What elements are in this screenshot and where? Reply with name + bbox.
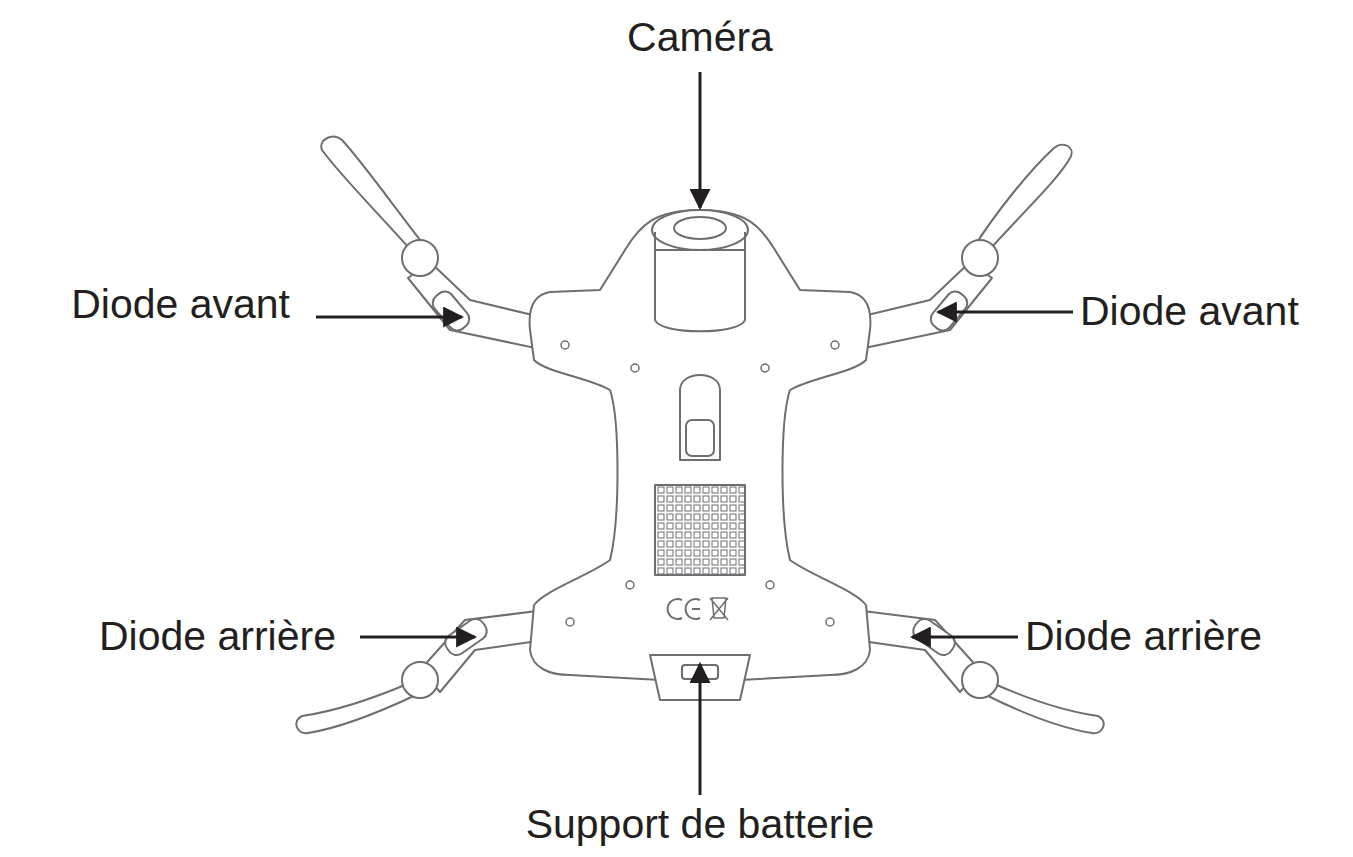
propeller	[296, 682, 418, 733]
arm	[408, 262, 545, 350]
arm	[855, 262, 992, 350]
front-led	[429, 288, 473, 334]
camera-lens	[674, 217, 726, 239]
leader-arrow	[938, 311, 1073, 314]
drone-body	[530, 210, 871, 680]
motor	[402, 240, 438, 276]
camera-lens-ring	[652, 210, 748, 250]
leader-arrow	[912, 636, 1018, 639]
camera-housing	[655, 250, 745, 331]
part-label: Diode arrière	[99, 613, 336, 660]
part-label: Diode avant	[1080, 288, 1299, 335]
leader-arrow	[360, 636, 475, 639]
leader-arrow	[316, 316, 462, 319]
motor	[962, 662, 998, 698]
leader-arrow	[699, 72, 702, 208]
propeller	[321, 137, 428, 258]
vent-grill	[655, 485, 745, 575]
leader-arrow	[699, 664, 702, 795]
part-label: Diode avant	[71, 281, 290, 328]
propeller	[984, 682, 1104, 733]
part-label: Support de batterie	[526, 801, 875, 848]
motor	[402, 662, 438, 698]
motor	[962, 240, 998, 276]
clip	[680, 375, 720, 460]
camera-label: Caméra	[627, 14, 773, 61]
clip	[686, 420, 714, 456]
part-label: Diode arrière	[1025, 613, 1262, 660]
